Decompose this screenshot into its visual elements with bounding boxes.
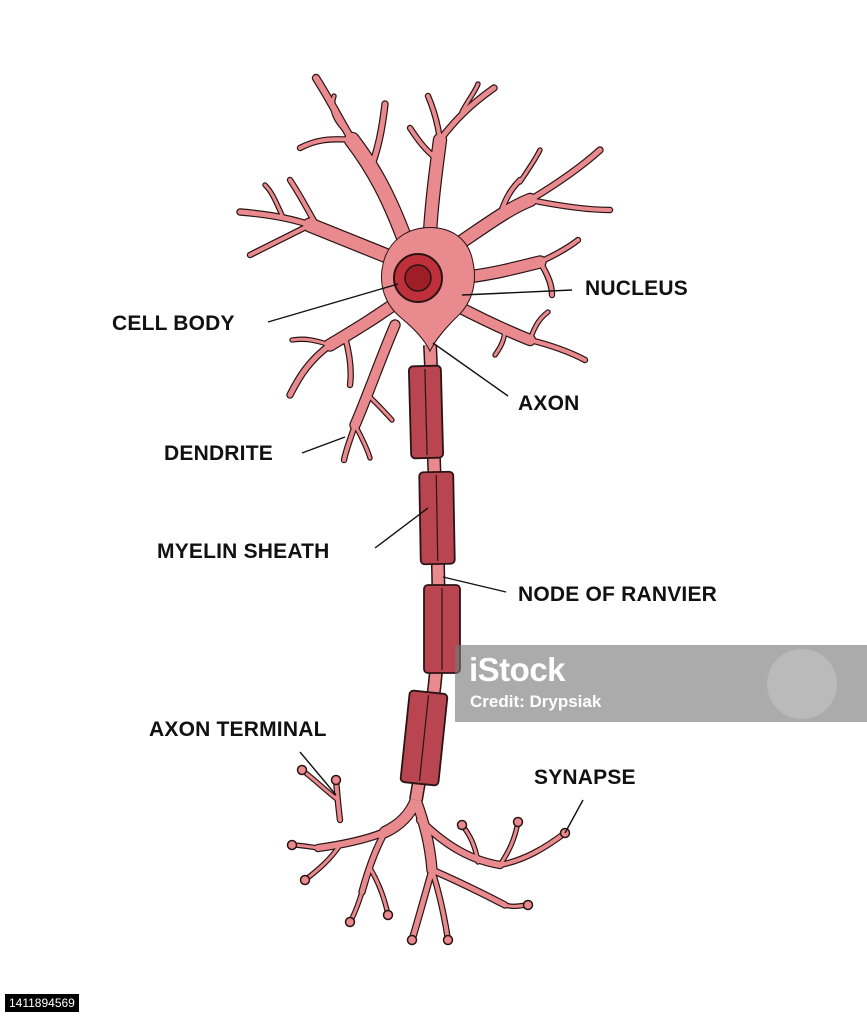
- leader-axon: [432, 342, 509, 397]
- label-leader-lines: [267, 283, 584, 834]
- dendrite-branch-fill-1: [313, 75, 355, 143]
- terminal-knob-7: [442, 934, 454, 946]
- dendrite-branch-fill-16: [538, 238, 580, 264]
- label-synapse: SYNAPSE: [534, 766, 636, 789]
- terminal-branch-fill-15: [498, 831, 567, 867]
- watermark-credit: Credit: Drypsiak: [470, 692, 602, 711]
- dendrite-branch-fill-5: [424, 134, 446, 238]
- terminal-knob-10: [512, 816, 524, 828]
- terminal-branch-fill-12: [429, 867, 508, 908]
- dendrite-branch-fill-3: [367, 101, 388, 173]
- terminal-knob-0: [286, 839, 298, 851]
- dendrite-branch-fill-29: [290, 337, 332, 347]
- terminal-branch-fill-9: [411, 795, 437, 875]
- label-axon: AXON: [518, 392, 580, 415]
- dendrite-branch-fill-18: [450, 300, 535, 345]
- terminal-branch-fill-11: [430, 868, 450, 942]
- dendrite-branch-fill-31: [350, 320, 400, 430]
- terminal-knob-1: [299, 874, 311, 886]
- dendrite-branch-fill-32: [342, 423, 357, 462]
- dendrite-branch-fill-33: [353, 423, 372, 460]
- dendrite-branch-fill-4: [331, 94, 347, 132]
- terminal-knob-11: [456, 819, 468, 831]
- label-dendrite: DENDRITE: [164, 442, 273, 465]
- label-axon-terminal: AXON TERMINAL: [149, 718, 327, 741]
- label-node-of-ranvier: NODE OF RANVIER: [518, 583, 718, 606]
- dendrite-branch-fill-20: [528, 310, 550, 342]
- terminal-knob-4: [330, 774, 342, 786]
- label-myelin-sheath: MYELIN SHEATH: [157, 540, 330, 563]
- dendrite-branch-fill-22: [303, 218, 399, 265]
- terminal-knob-8: [522, 899, 534, 911]
- dendrite-branch-fill-30: [343, 335, 353, 387]
- leader-axon-terminal: [299, 751, 337, 796]
- dendrite-branch-fill-8: [460, 82, 480, 114]
- terminal-knob-5: [296, 764, 308, 776]
- dendrite-branch-fill-14: [498, 178, 522, 217]
- terminal-knob-6: [406, 934, 418, 946]
- dendrite-branch-fill-6: [426, 94, 442, 142]
- dendrite-branch-fill-0: [345, 133, 412, 247]
- leader-myelin-sheath: [374, 507, 429, 549]
- leader-cell-body: [267, 283, 399, 323]
- watermark-shape: [767, 649, 837, 719]
- myelin-segment-line-3: [418, 695, 430, 781]
- nucleolus: [404, 264, 432, 292]
- stock-id-tag: 1411894569: [5, 994, 79, 1012]
- dendrite-branch-fill-17: [538, 260, 554, 297]
- label-nucleus: NUCLEUS: [585, 277, 688, 300]
- terminal-branch-fill-8: [300, 768, 340, 802]
- dendrite-branch-fill-21: [493, 326, 507, 357]
- myelin-segment-line-1: [435, 474, 439, 562]
- dendrite-branch-fill-28: [287, 342, 333, 398]
- terminal-branch-fill-2: [359, 829, 388, 895]
- terminal-branch-fill-14: [417, 817, 503, 868]
- axon-terminal-branches: [286, 764, 571, 946]
- dendrite-branch-fill-13: [518, 148, 542, 184]
- dendrite-branch-fill-7: [437, 85, 497, 143]
- watermark-banner: iStock Credit: Drypsiak: [455, 645, 867, 722]
- dendrite-branch-fill-19: [528, 338, 587, 362]
- leader-node-of-ranvier: [442, 576, 507, 593]
- dendrite-branch-fill-34: [366, 393, 394, 422]
- terminal-branch-fill-1: [315, 829, 388, 851]
- dendrite-branch-fill-25: [263, 183, 284, 217]
- leader-nucleus: [461, 289, 573, 296]
- label-cell-body: CELL BODY: [112, 312, 235, 335]
- dendrite-branch-fill-2: [298, 137, 354, 150]
- watermark-logo: iStock: [469, 651, 566, 688]
- leader-dendrite: [301, 436, 346, 454]
- terminal-branch-fill-0: [380, 795, 421, 837]
- dendrite-branch-fill-12: [528, 198, 612, 212]
- dendrite-branch-fill-26: [288, 178, 320, 230]
- myelin-segment-line-0: [424, 368, 428, 456]
- dendrite-branch-fill-23: [237, 209, 313, 228]
- terminal-knob-3: [382, 909, 394, 921]
- dendrite-branch-fill-11: [527, 147, 603, 203]
- terminal-knob-2: [344, 916, 356, 928]
- leader-synapse: [564, 799, 584, 834]
- myelin-sheath-segments: [399, 364, 461, 787]
- dendrite-branch-fill-9: [408, 126, 440, 162]
- terminal-branch-fill-10: [409, 867, 435, 943]
- nucleus-shape: [393, 253, 443, 303]
- dendrite-branch-fill-24: [248, 223, 312, 257]
